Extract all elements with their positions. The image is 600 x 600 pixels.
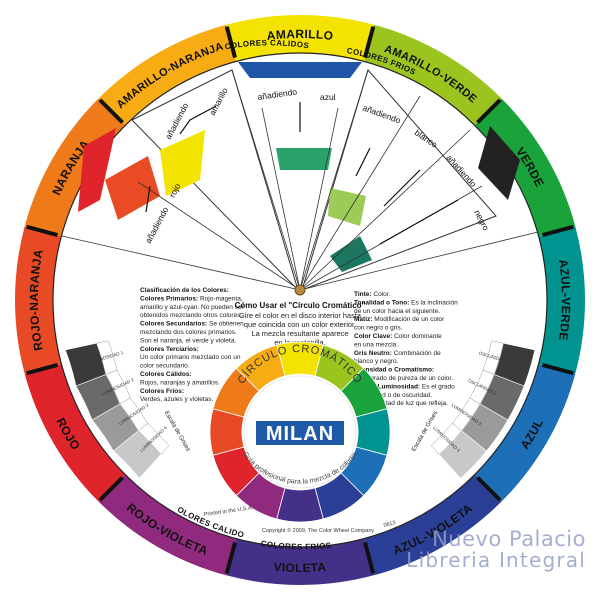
info-line: Color Clave: Color dominante — [354, 333, 442, 340]
segment-divider — [26, 363, 59, 376]
segment-divider — [476, 476, 502, 502]
info-line: Tinte: Color. — [354, 291, 391, 298]
segment-divider — [363, 541, 376, 574]
window-azul-top — [238, 62, 362, 78]
hue-segment — [226, 15, 374, 62]
hue-segment — [14, 226, 62, 374]
window-verde-dark — [478, 126, 520, 200]
window-negro — [330, 236, 372, 272]
watermark-line-1: Nuevo Palacio — [432, 526, 586, 551]
segment-divider — [98, 476, 124, 502]
info-line: Colores Primarios: Rojo-magenta, — [140, 295, 243, 302]
segment-divider — [98, 98, 124, 124]
outer-hue-ring — [14, 15, 585, 585]
segment-divider — [224, 26, 237, 59]
info-line: en una mezcla. — [354, 341, 398, 348]
window-azul-verde — [276, 148, 332, 170]
info-line: Es la cantidad de luz que refleja. — [354, 400, 448, 407]
center-pin — [294, 284, 306, 296]
how-to-use-block: Cómo Usar el "Círculo Cromático" — [235, 301, 366, 310]
info-line: Colores Fríos: — [140, 388, 184, 395]
milan-logo: MILAN — [266, 423, 334, 445]
info-line: Intensidad o Cromatismo: — [354, 367, 434, 374]
hue-label: AZUL-VERDE — [556, 258, 573, 341]
info-line: blanco y negro. — [354, 358, 399, 365]
info-line: Colores Cálidos: — [140, 371, 192, 378]
info-line: Rojos, naranjas y amarillos. — [140, 379, 220, 386]
info-line: Es el grado de pureza de un color. — [354, 375, 453, 382]
how-to-line: La mezcla resultante aparece — [252, 329, 349, 338]
watermark: Nuevo Palacio Libreria Integral — [406, 528, 586, 572]
milan-logo-box — [256, 421, 344, 445]
window-rojo — [105, 156, 160, 220]
info-line: Gris Neutro: Combinación de — [354, 350, 441, 357]
inner-color-wheel — [209, 341, 391, 523]
footer-copyright: Copyright © 2009, The Color Wheel Compan… — [262, 527, 374, 534]
info-line: con negro o gris. — [354, 325, 403, 332]
info-line: Valor o Luminosidad: Es el grado — [354, 383, 455, 390]
segment-divider — [363, 26, 376, 59]
info-line: mezclando dos colores primarios. — [140, 329, 237, 336]
segment-divider — [26, 224, 59, 237]
how-to-heading: Cómo Usar el "Círculo Cromático" — [235, 301, 366, 310]
info-line: color secundario. — [140, 363, 190, 370]
segment-divider — [476, 98, 502, 124]
hue-segment — [98, 474, 237, 576]
mixing-windows — [78, 62, 520, 291]
how-to-line: Gire el color en el disco interior hasta — [239, 311, 362, 320]
label-right-azul: azul — [320, 92, 336, 102]
how-to-line: que coincida con un color exterior. — [244, 320, 356, 329]
info-line: Colores Terciarios: — [140, 346, 199, 353]
inner-hue-swatch — [235, 344, 286, 392]
info-line: de claridad o de oscuridad. — [354, 392, 432, 399]
outer-ring-ticks — [26, 26, 574, 574]
hue-label: VIOLETA — [273, 560, 327, 575]
window-rojo-outer — [78, 128, 116, 212]
info-line: Tonalidad o Tono: Es la inclinación — [354, 299, 458, 306]
hue-label: AMARILLO — [266, 27, 334, 43]
segment-divider — [224, 541, 237, 574]
hue-segment — [363, 24, 502, 126]
info-line: de un color hacia el siguiente. — [354, 308, 440, 315]
hue-segment — [474, 98, 576, 237]
hue-segment — [98, 24, 237, 126]
info-line: obtenidos mezclando otros colores. — [140, 312, 242, 319]
definitions-block: Tinte: Color.Tonalidad o Tono: Es la inc… — [354, 291, 458, 407]
info-line: Un color primario mezclado con un — [140, 354, 241, 361]
hue-segment — [538, 226, 585, 374]
watermark-line-2: Libreria Integral — [406, 548, 586, 573]
radial-lines — [61, 69, 539, 291]
hue-segment — [474, 363, 576, 502]
segment-divider — [541, 224, 574, 237]
window-amarillo — [160, 130, 205, 196]
footer-code: 0613 — [383, 520, 396, 529]
mixing-arrows — [145, 102, 459, 245]
info-line: Clasificación de los Colores: — [140, 287, 229, 294]
hue-segment — [363, 474, 502, 576]
hue-segment — [24, 363, 126, 502]
info-line: Verdes, azules y violetas. — [140, 396, 214, 403]
info-line: amarillo y azul-cyan. No pueden ser — [140, 304, 245, 311]
hue-segment — [24, 98, 126, 237]
info-line: Colores Secundarios: Se obtienen — [140, 321, 244, 328]
classification-block: Clasificación de los Colores:Colores Pri… — [140, 287, 245, 403]
hue-segment — [226, 538, 374, 585]
window-blanco — [328, 188, 366, 226]
info-line: Son el naranja, el verde y violeta. — [140, 337, 236, 344]
segment-divider — [541, 363, 574, 376]
info-line: Matiz: Modificación de un color — [354, 316, 445, 323]
